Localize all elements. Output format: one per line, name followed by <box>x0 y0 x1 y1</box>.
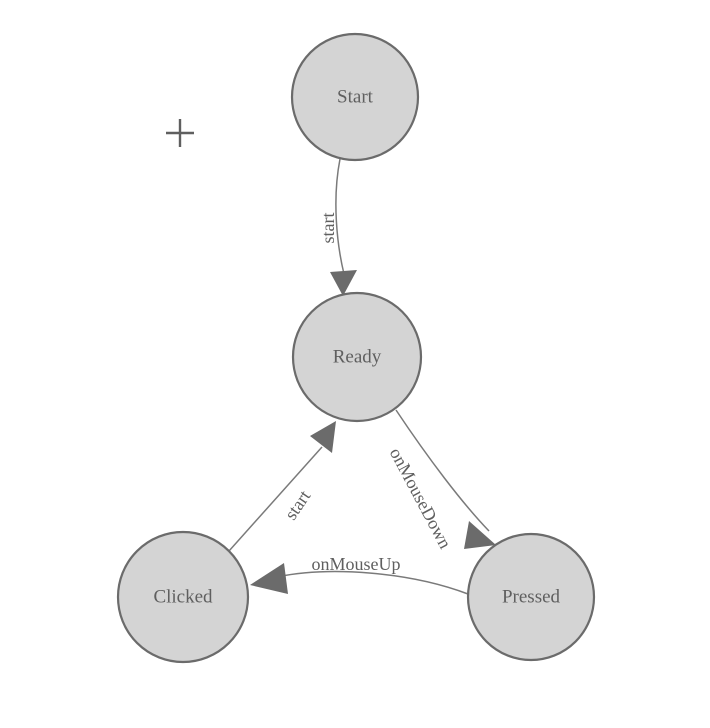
node-start-label: Start <box>337 86 374 107</box>
node-start-circle[interactable] <box>290 32 420 162</box>
edge-label-pressed-to-clicked: onMouseUp <box>312 554 401 574</box>
edge-pressed-to-clicked[interactable]: onMouseUp <box>250 554 469 595</box>
node-ready[interactable]: Ready <box>291 291 423 423</box>
node-clicked[interactable]: Clicked <box>116 530 250 664</box>
edge-label-start-to-ready: start <box>318 213 338 244</box>
node-start[interactable]: Start <box>290 32 420 162</box>
edge-ready-to-pressed[interactable]: onMouseDown <box>386 409 496 552</box>
node-pressed-circle[interactable] <box>466 532 596 662</box>
node-clicked-label: Clicked <box>153 586 213 607</box>
edge-label-ready-to-pressed: onMouseDown <box>386 444 456 551</box>
node-clicked-circle[interactable] <box>116 530 250 664</box>
node-pressed[interactable]: Pressed <box>466 532 596 662</box>
node-pressed-label: Pressed <box>502 586 561 607</box>
node-ready-circle[interactable] <box>291 291 423 423</box>
edge-clicked-to-ready[interactable]: start <box>228 421 336 552</box>
edge-start-to-ready[interactable]: start <box>318 158 357 296</box>
edge-label-clicked-to-ready: start <box>280 487 314 524</box>
node-ready-label: Ready <box>333 346 382 367</box>
plus-icon <box>166 119 194 147</box>
